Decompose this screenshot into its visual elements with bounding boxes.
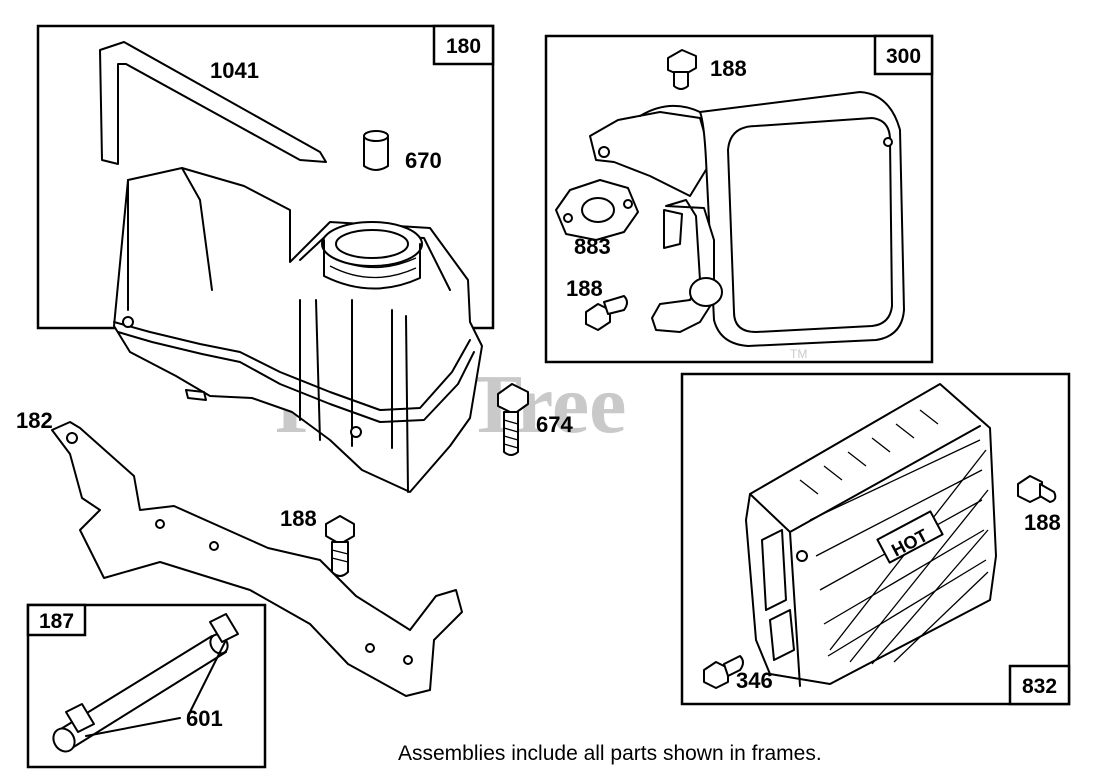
screw-674 <box>497 383 529 456</box>
callout-674: 674 <box>536 412 573 437</box>
callout-188-muffler-top: 188 <box>710 56 747 81</box>
frame-180-label: 180 <box>446 35 481 58</box>
callout-1041: 1041 <box>210 58 259 83</box>
bracket-182 <box>51 421 463 697</box>
callout-346: 346 <box>736 668 773 693</box>
fuel-tank-illustration <box>113 167 483 493</box>
caption: Assemblies include all parts shown in fr… <box>398 742 822 765</box>
callout-188-muffler-bottom: 188 <box>566 276 603 301</box>
muffler-guard-illustration: HOT <box>745 383 997 687</box>
callout-182: 182 <box>16 408 53 433</box>
frame-832 <box>680 372 1071 706</box>
bushing-670 <box>363 130 389 171</box>
screw-346 <box>703 655 744 689</box>
muffler-illustration <box>589 91 905 347</box>
frame-300 <box>544 34 934 364</box>
frame-300-label: 300 <box>886 45 921 68</box>
frame-187 <box>26 603 267 769</box>
callout-670: 670 <box>405 148 442 173</box>
frame-300-tag <box>873 34 934 76</box>
fuel-line-illustration <box>52 613 239 753</box>
screw-188-center <box>325 515 355 577</box>
bracket-1041 <box>99 41 327 165</box>
screw-188-guard <box>1017 475 1057 503</box>
callout-601: 601 <box>186 706 223 731</box>
callout-883: 883 <box>574 234 611 259</box>
frame-180-tag <box>432 24 495 66</box>
callout-188-guard: 188 <box>1024 510 1061 535</box>
gasket-883 <box>555 179 639 241</box>
frame-832-label: 832 <box>1022 675 1057 698</box>
frame-187-tag <box>26 603 87 637</box>
callout-188-center: 188 <box>280 506 317 531</box>
screw-188-muffler-top <box>667 49 697 90</box>
frame-187-label: 187 <box>39 610 74 633</box>
watermark-trademark: TM <box>790 347 807 361</box>
frame-832-tag <box>1008 664 1071 706</box>
screw-188-muffler-bottom <box>585 295 628 331</box>
